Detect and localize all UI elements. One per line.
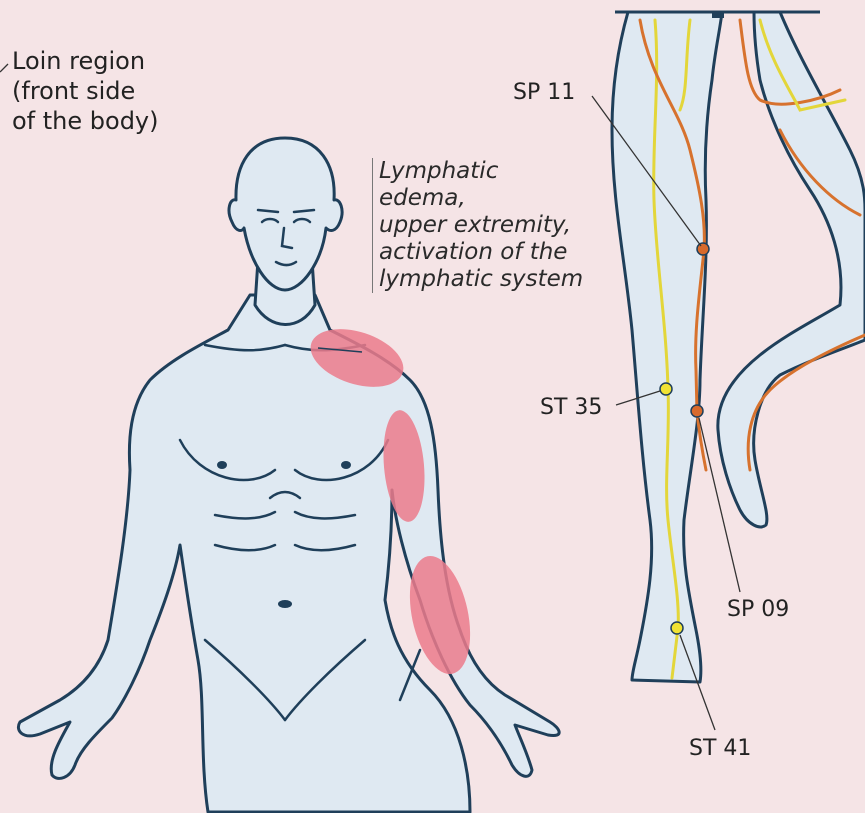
- label-sp09: SP 09: [727, 595, 789, 625]
- point-sp09: [691, 405, 703, 417]
- label-st41: ST 41: [689, 734, 751, 764]
- figure-body: [18, 295, 559, 812]
- label-sp11: SP 11: [513, 78, 575, 108]
- figure-bent-leg: [718, 12, 865, 527]
- figure-head: [229, 138, 342, 290]
- leader-loin: [0, 64, 8, 72]
- label-st35: ST 35: [540, 393, 602, 423]
- point-sp11: [697, 243, 709, 255]
- label-lymphatic-edema: Lymphatic edema, upper extremity, activa…: [372, 158, 583, 293]
- point-st35: [660, 383, 672, 395]
- point-st41: [671, 622, 683, 634]
- label-loin-region: Loin region (front side of the body): [12, 46, 159, 136]
